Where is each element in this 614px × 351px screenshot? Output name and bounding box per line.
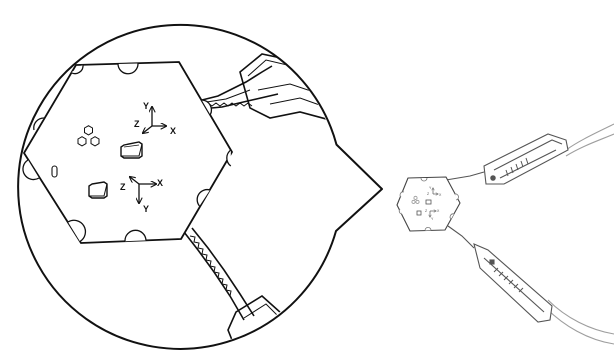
probe-bottom-overview bbox=[447, 225, 553, 323]
sensor-board-overview: Y Z X Z X Y bbox=[396, 176, 461, 232]
overview-label-y-upper: Y bbox=[429, 186, 432, 190]
axis-label-x-lower: X bbox=[157, 178, 163, 188]
probe-bottom-teeth bbox=[189, 235, 232, 297]
axis-label-x-upper: X bbox=[170, 126, 176, 136]
chip-lower bbox=[88, 181, 108, 199]
probe-top-overview bbox=[445, 133, 569, 185]
axis-triad-upper bbox=[143, 107, 166, 133]
axis-label-z-upper: Z bbox=[134, 119, 140, 129]
zoomed-view: Y Z X Z X Y bbox=[22, 53, 331, 348]
overview-label-z-upper: Z bbox=[427, 192, 430, 196]
probe-bottom-zoomed bbox=[183, 227, 301, 348]
probe-bottom-button-icon bbox=[489, 259, 495, 265]
probe-cables bbox=[545, 123, 614, 345]
overview-label-z-lower: Z bbox=[425, 209, 428, 213]
sensor-board-zoomed bbox=[22, 61, 233, 244]
chip-upper-overview bbox=[425, 199, 432, 205]
axis-triad-lower bbox=[130, 177, 156, 203]
board-edge-notches bbox=[22, 63, 232, 243]
overview-label-x-lower: X bbox=[437, 209, 440, 213]
overview-label-x-upper: X bbox=[439, 193, 442, 197]
chip-upper bbox=[120, 141, 143, 159]
overview-assembly: Y Z X Z X Y bbox=[396, 123, 614, 345]
probe-bottom-grip bbox=[493, 267, 524, 293]
axis-label-y-lower: Y bbox=[143, 204, 149, 214]
hexagon-cluster-marking bbox=[77, 125, 100, 147]
axis-label-y-upper: Y bbox=[143, 101, 149, 111]
oval-component bbox=[51, 165, 58, 178]
axis-label-z-lower: Z bbox=[120, 182, 126, 192]
chip-lower-overview bbox=[416, 210, 422, 216]
overview-label-y-lower: Y bbox=[431, 217, 434, 221]
probe-top-grip bbox=[505, 157, 529, 177]
probe-top-button-icon bbox=[490, 175, 496, 181]
